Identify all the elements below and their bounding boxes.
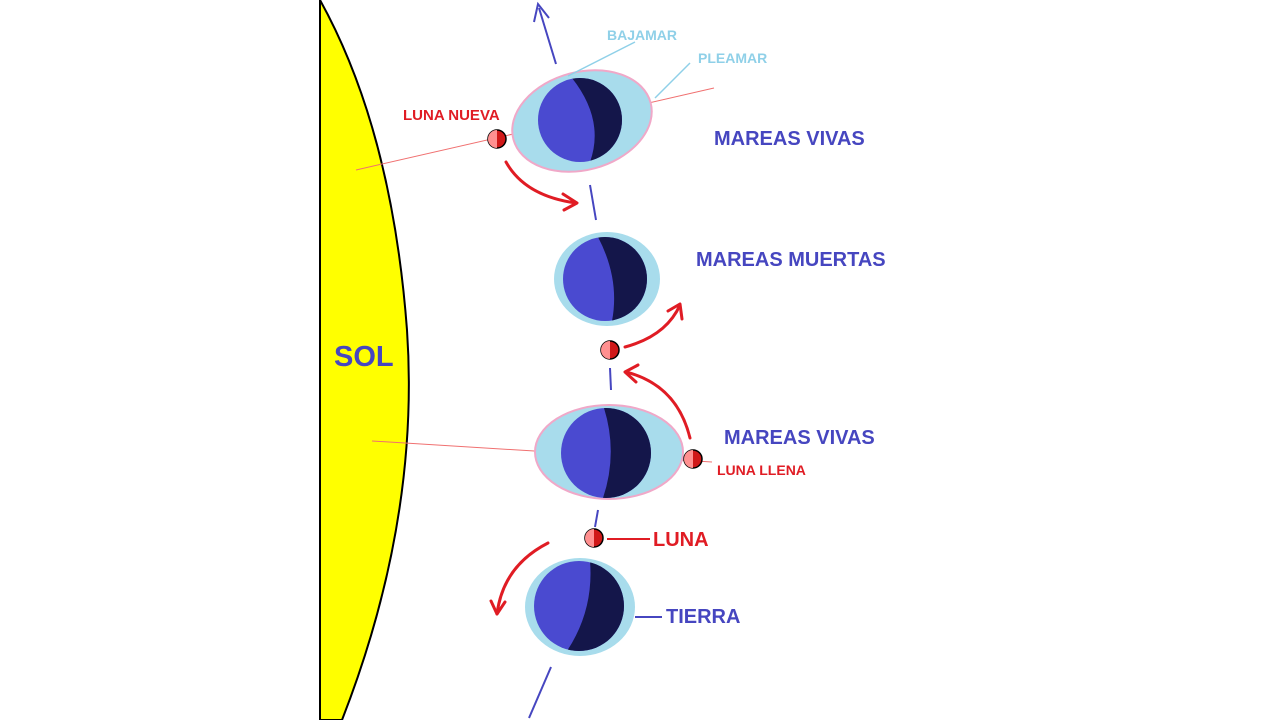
spring-tides-bottom-label: MAREAS VIVAS <box>724 427 875 449</box>
arrow-full-to-quarter <box>624 370 692 440</box>
high-tide-label: PLEAMAR <box>698 50 767 66</box>
arrow-bottom <box>495 541 550 616</box>
moon-label: LUNA <box>653 529 709 551</box>
low-tide-label: BAJAMAR <box>607 27 677 43</box>
moon-new <box>487 129 507 149</box>
sun-shape <box>319 0 410 721</box>
pointer-lines <box>567 41 691 618</box>
spring-tides-top-label: MAREAS VIVAS <box>714 128 865 150</box>
moon-full <box>683 449 703 469</box>
earth-main <box>525 558 635 656</box>
full-moon-label: LUNA LLENA <box>717 462 806 478</box>
new-moon-label: LUNA NUEVA <box>403 107 500 124</box>
moon-main <box>584 528 604 548</box>
sun-label: SOL <box>334 341 394 373</box>
orbit-arrows <box>489 160 692 616</box>
arrow-neap-up <box>623 303 682 349</box>
orbit-axis <box>528 1 612 719</box>
earth-label: TIERRA <box>666 606 740 628</box>
earth-spring-bottom <box>534 404 684 500</box>
earth-neap <box>554 232 660 326</box>
neap-tides-label: MAREAS MUERTAS <box>696 249 886 271</box>
arrow-new-to-neap <box>504 160 578 205</box>
earth-spring-top <box>511 69 653 173</box>
moon-quarter <box>600 340 620 360</box>
